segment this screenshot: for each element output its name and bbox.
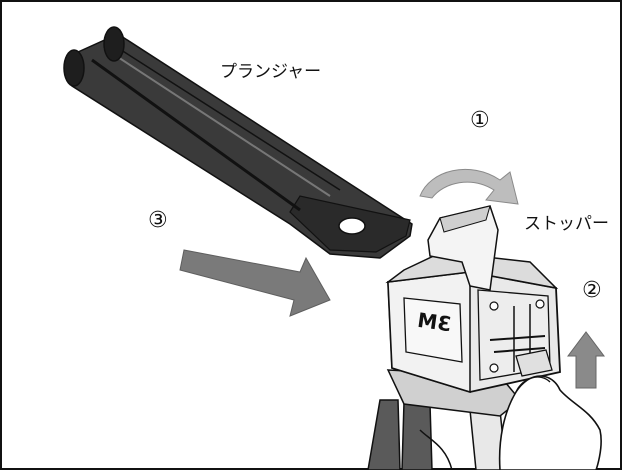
plunger-illustration bbox=[63, 26, 413, 259]
step-1-number: ① bbox=[470, 108, 490, 133]
up-arrow-2 bbox=[567, 331, 605, 389]
step-3-number: ③ bbox=[148, 208, 168, 233]
stopper-label: ストッパー bbox=[524, 214, 609, 234]
3m-logo: 3M bbox=[408, 307, 460, 343]
plunger-label: プランジャー bbox=[220, 62, 322, 82]
direction-arrow-3 bbox=[179, 249, 331, 317]
rotate-arrow-1 bbox=[419, 168, 519, 205]
dispenser-gun bbox=[367, 205, 602, 471]
step-2-number: ② bbox=[582, 278, 602, 303]
